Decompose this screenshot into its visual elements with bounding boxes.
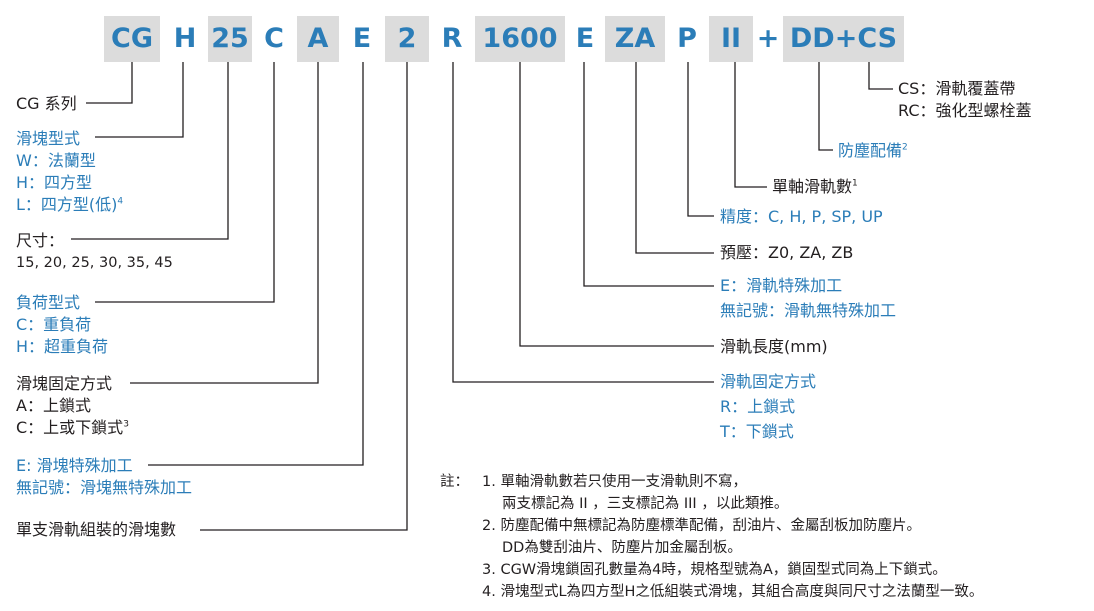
code-segment-block-special: E [352,23,372,54]
connector-rail-special [583,62,714,287]
code-segment-preload: ZA [605,16,665,62]
label-block-special-none: 無記號：滑塊無特殊加工 [16,478,193,497]
label-rails: 單軸滑軌數1 [772,176,858,198]
note-line-2: 2. 防塵配備中無標記為防塵標準配備，刮油片、金屬刮板加防塵片。 [482,518,921,534]
connector-block-type [95,62,184,138]
label-block-special-e: E: 滑塊特殊加工 [16,456,133,475]
code-segment-block-type: H [173,23,197,54]
label-block-type-title: 滑塊型式 [16,129,81,148]
label-block-count: 單支滑軌組裝的滑塊數 [16,520,177,539]
connector-cover [868,62,893,90]
label-rail-mount-r: R：上鎖式 [720,397,796,416]
code-segment-accessories: DD+CS [783,16,904,62]
code-segment-load: C [264,23,284,54]
label-block-mount-c-text: C：上或下鎖式 [16,418,124,437]
code-segment-series: CG [104,16,160,62]
code-segment-rail-special: E [575,23,595,54]
connector-block-count [200,62,408,531]
label-series: CG 系列 [16,94,77,113]
code-segment-block-count: 2 [385,16,429,62]
label-rail-mount-title: 滑軌固定方式 [720,372,817,391]
label-block-mount-c: C：上或下鎖式3 [16,417,129,439]
connector-dustproof [818,62,833,151]
footnote-4-marker: 4 [117,196,124,207]
label-rail-special-e: E：滑軌特殊加工 [720,276,843,295]
label-rail-length: 滑軌長度(mm) [720,337,828,356]
note-line-2b: DD為雙刮油片、防塵片加金屬刮板。 [502,540,742,556]
notes-prefix: 註： [440,474,469,490]
code-segment-plus: + [756,23,780,54]
label-block-type-l: L：四方型(低)4 [16,194,123,216]
connector-series [86,62,133,104]
label-load-c: C：重負荷 [16,315,92,334]
label-rail-special-none: 無記號：滑軌無特殊加工 [720,301,897,320]
label-size-values: 15, 20, 25, 30, 35, 45 [16,255,173,271]
label-precision: 精度：C, H, P, SP, UP [720,207,883,226]
label-block-type-w: W：法蘭型 [16,151,96,170]
label-rails-text: 單軸滑軌數 [772,177,853,196]
connector-rail-mount [452,62,714,383]
connector-block-mount [130,62,319,384]
connector-block-special [148,62,364,466]
connector-precision [687,62,714,217]
label-cover-rc: RC：強化型螺栓蓋 [898,101,1032,120]
model-code-bar: CG H 25 C A E 2 R 1600 E ZA P II + DD+CS [104,16,904,62]
label-dustproof-text: 防塵配備 [838,141,903,160]
code-segment-rail-length: 1600 [475,16,565,62]
label-load-title: 負荷型式 [16,293,81,312]
connector-load [95,62,275,303]
label-block-mount-title: 滑塊固定方式 [16,374,113,393]
label-cover-cs: CS：滑軌覆蓋帶 [898,79,1016,98]
label-block-type-h: H：四方型 [16,173,93,192]
note-line-1: 1. 單軸滑軌數若只使用一支滑軌則不寫， [482,474,747,490]
label-size-title: 尺寸： [16,231,65,250]
label-dustproof: 防塵配備2 [838,140,908,162]
code-segment-block-mount: A [297,16,339,62]
code-segment-size: 25 [208,16,252,62]
label-block-type-l-text: L：四方型(低) [16,195,118,214]
code-segment-rail-mount: R [441,23,463,54]
connector-rail-length [519,62,714,347]
label-preload: 預壓：Z0, ZA, ZB [720,243,854,262]
code-segment-rails: II [709,16,753,62]
footnote-3-marker: 3 [123,419,129,430]
note-line-4: 4. 滑塊型式L為四方型H之低組裝式滑塊，其組合高度與同尺寸之法蘭型一致。 [482,584,984,600]
note-line-1b: 兩支標記為 II ，三支標記為 III ，以此類推。 [502,496,789,512]
label-rail-mount-t: T：下鎖式 [720,422,794,441]
code-segment-precision: P [677,23,697,54]
footnote-2-marker: 2 [902,142,908,153]
connector-preload [635,62,714,254]
connector-rails [734,62,767,188]
connector-size [71,62,229,240]
note-line-3: 3. CGW滑塊鎖固孔數量為4時，規格型號為A，鎖固型式同為上下鎖式。 [482,562,947,578]
footnote-1-marker: 1 [852,178,858,189]
label-load-h: H：超重負荷 [16,337,109,356]
label-block-mount-a: A：上鎖式 [16,396,91,415]
